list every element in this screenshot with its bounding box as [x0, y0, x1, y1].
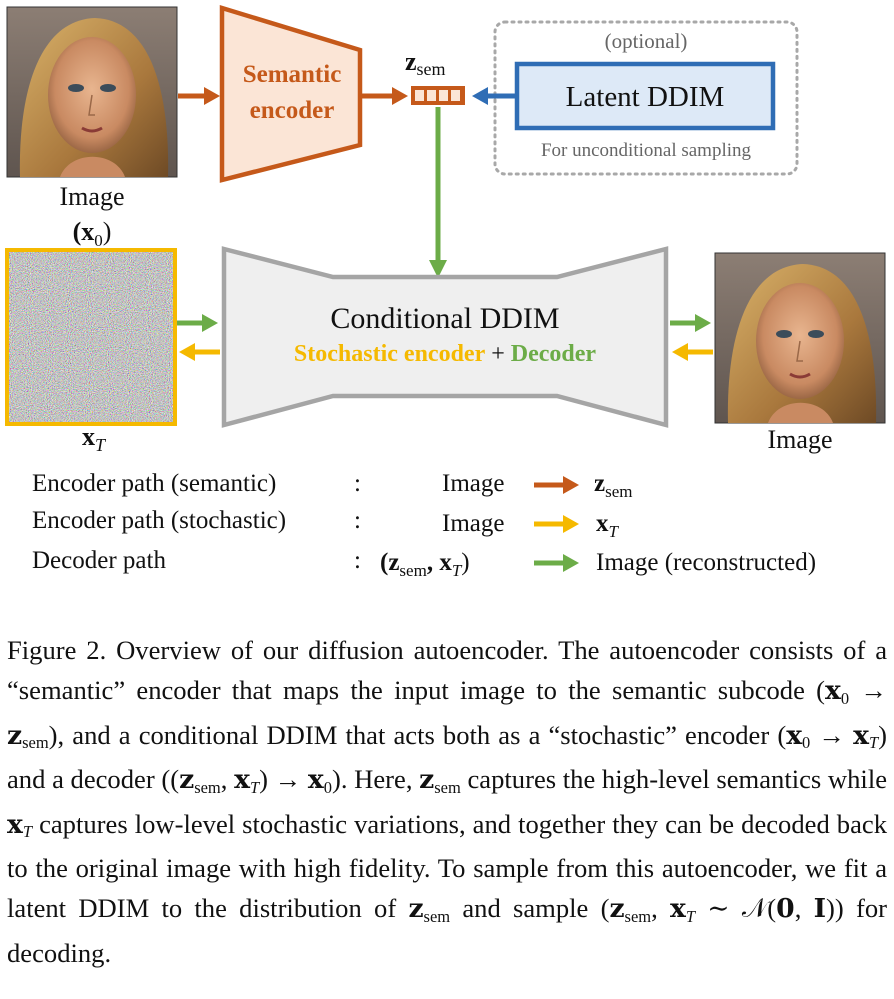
legend-target-2: xT	[596, 510, 620, 541]
zsem-label: zsem	[405, 47, 446, 79]
legend-path-stochastic: Encoder path (stochastic)	[32, 507, 286, 534]
arrow-image-to-semantic-encoder	[178, 87, 220, 105]
legend-arrow-semantic	[534, 476, 579, 494]
output-image-label: Image	[768, 425, 833, 454]
legend-target-1: zsem	[594, 470, 633, 501]
autoencoder-diagram: Image (x0) Semantic encoder zsem (option…	[5, 4, 886, 580]
input-image	[6, 6, 178, 178]
conditional-ddim: Conditional DDIM Stochastic encoder + De…	[221, 246, 669, 428]
legend-source-1: Image	[442, 470, 504, 497]
arrow-noise-to-conditional	[177, 314, 218, 332]
arrow-encoder-to-zsem	[362, 87, 408, 105]
legend-arrow-decoder	[534, 554, 579, 572]
legend-sep-3: :	[354, 547, 361, 574]
input-image-symbol: (x0)	[73, 217, 112, 250]
semantic-encoder-line2: encoder	[250, 97, 335, 124]
semantic-encoder: Semantic encoder	[219, 4, 363, 183]
arrow-conditional-to-noise	[179, 343, 220, 361]
figure-caption: Figure 2. Overview of our diffusion auto…	[7, 635, 888, 968]
noise-image-label: xT	[82, 422, 107, 455]
legend-target-3: Image (reconstructed)	[596, 549, 816, 576]
legend-source-3: (zsem, xT)	[380, 549, 470, 580]
conditional-ddim-subtitle: Stochastic encoder + Decoder	[294, 341, 596, 367]
legend-sep-2: :	[354, 507, 361, 534]
legend-source-2: Image	[442, 510, 504, 537]
output-image	[714, 252, 886, 424]
latent-ddim-label: Latent DDIM	[566, 81, 725, 113]
latent-note: For unconditional sampling	[541, 140, 752, 161]
conditional-ddim-title: Conditional DDIM	[330, 302, 559, 335]
zsem-code-block	[411, 86, 465, 105]
legend: Encoder path (semantic) : Image zsem Enc…	[32, 470, 816, 580]
optional-latent-box: (optional) Latent DDIM For unconditional…	[493, 20, 799, 176]
legend-arrow-stochastic	[534, 515, 579, 533]
legend-path-semantic: Encoder path (semantic)	[32, 470, 276, 497]
noise-image	[5, 248, 177, 426]
arrow-output-to-conditional	[672, 343, 713, 361]
optional-label: (optional)	[605, 29, 688, 53]
input-image-label: Image	[60, 182, 125, 211]
arrow-latent-to-zsem	[472, 87, 516, 105]
latent-ddim-box	[514, 61, 776, 131]
arrow-zsem-to-conditional	[429, 107, 447, 278]
legend-sep-1: :	[354, 470, 361, 497]
legend-path-decoder: Decoder path	[32, 547, 166, 574]
arrow-conditional-to-output	[670, 314, 711, 332]
semantic-encoder-line1: Semantic	[243, 61, 342, 88]
